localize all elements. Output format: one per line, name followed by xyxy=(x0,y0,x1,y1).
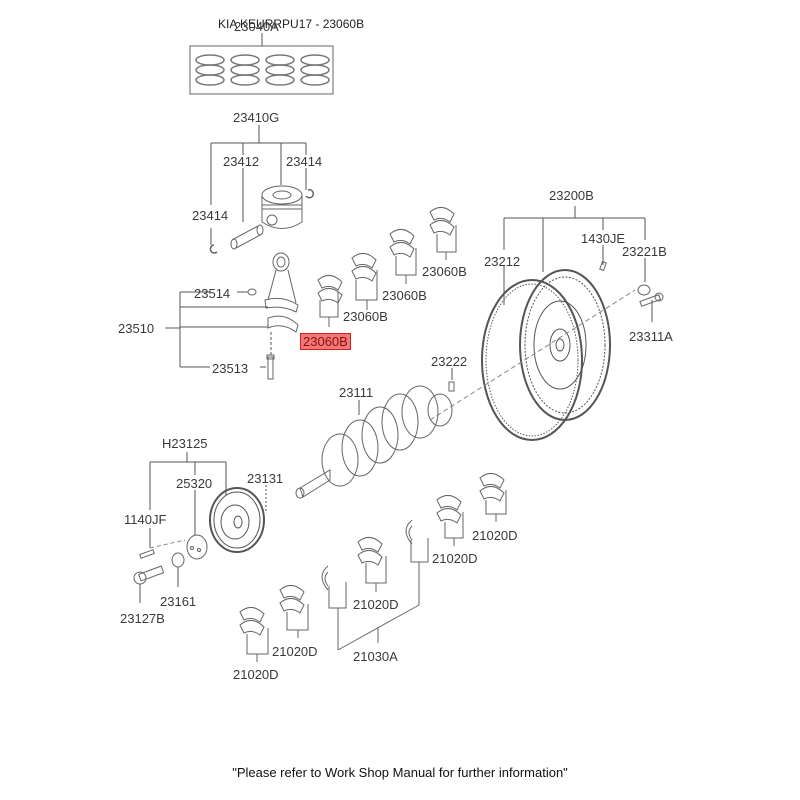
label-23111[interactable]: 23111 xyxy=(339,385,374,400)
label-21020D-4[interactable]: 21020D xyxy=(272,644,318,659)
pulley-washer[interactable] xyxy=(171,552,185,568)
label-23414-right[interactable]: 23414 xyxy=(286,154,323,169)
thrust-washer-left[interactable] xyxy=(321,565,347,650)
label-23513[interactable]: 23513 xyxy=(212,361,249,376)
flywheel[interactable] xyxy=(519,269,611,421)
label-23221B[interactable]: 23221B xyxy=(622,244,667,259)
crank-key[interactable] xyxy=(448,381,455,392)
ring-gear[interactable] xyxy=(481,279,583,441)
label-23127B[interactable]: 23127B xyxy=(120,611,165,626)
label-23311A[interactable]: 23311A xyxy=(629,329,673,344)
rod-nut[interactable] xyxy=(247,288,257,296)
label-21020D-5[interactable]: 21020D xyxy=(233,667,279,682)
label-23414-left[interactable]: 23414 xyxy=(192,208,229,223)
label-21020D-1[interactable]: 21020D xyxy=(472,528,518,543)
main-bearing-2[interactable] xyxy=(436,495,464,546)
flywheel-washer[interactable] xyxy=(637,284,651,296)
crank-pulley[interactable] xyxy=(209,487,265,553)
label-23514[interactable]: 23514 xyxy=(194,286,231,301)
main-bearing-5[interactable] xyxy=(239,607,269,662)
label-1140JF[interactable]: 1140JF xyxy=(124,512,167,527)
snap-ring-left[interactable] xyxy=(209,244,218,254)
snap-ring-right[interactable] xyxy=(305,189,315,199)
footer-note: "Please refer to Work Shop Manual for fu… xyxy=(232,765,568,780)
pulley-hub-plate[interactable] xyxy=(186,534,208,560)
dowel-pin[interactable] xyxy=(599,260,607,272)
connecting-rod[interactable] xyxy=(264,252,299,333)
rod-bearing-3[interactable] xyxy=(429,207,457,260)
piston-ring-set[interactable] xyxy=(189,33,334,95)
main-bearing-3[interactable] xyxy=(357,537,387,592)
label-25320[interactable]: 25320 xyxy=(176,476,213,491)
piston-pin[interactable] xyxy=(230,224,264,250)
thrust-washer-right[interactable] xyxy=(405,519,429,605)
rod-bearing-2[interactable] xyxy=(389,229,417,284)
rod-bearing-highlighted[interactable] xyxy=(317,275,343,327)
label-21020D-2[interactable]: 21020D xyxy=(432,551,478,566)
label-23410G[interactable]: 23410G xyxy=(233,110,280,125)
label-23060B-1[interactable]: 23060B xyxy=(343,309,388,324)
label-1430JE[interactable]: 1430JE xyxy=(581,231,626,246)
page-title: KIA KEURRPU17 - 23060B xyxy=(218,17,365,31)
label-H23125[interactable]: H23125 xyxy=(162,436,208,451)
label-21030A[interactable]: 21030A xyxy=(353,649,398,664)
label-23040A[interactable]: 23040A xyxy=(234,19,279,34)
main-bearing-1[interactable] xyxy=(479,473,507,522)
label-23131[interactable]: 23131 xyxy=(247,471,284,486)
rod-bearing-1[interactable] xyxy=(351,253,378,310)
label-23060B-3[interactable]: 23060B xyxy=(422,264,467,279)
label-23161[interactable]: 23161 xyxy=(160,594,197,609)
rod-bolt[interactable] xyxy=(266,354,275,380)
main-bearing-4[interactable] xyxy=(279,585,309,638)
piston[interactable] xyxy=(261,185,303,229)
label-23060B-2[interactable]: 23060B xyxy=(382,288,427,303)
label-23412[interactable]: 23412 xyxy=(223,154,260,169)
crankshaft[interactable] xyxy=(295,385,453,499)
label-21020D-3[interactable]: 21020D xyxy=(353,597,399,612)
label-23200B[interactable]: 23200B xyxy=(549,188,594,203)
label-23212[interactable]: 23212 xyxy=(484,254,521,269)
label-23510[interactable]: 23510 xyxy=(118,321,155,336)
label-23060B-highlighted[interactable]: 23060B xyxy=(300,333,351,350)
label-23222[interactable]: 23222 xyxy=(431,354,468,369)
flywheel-bolt[interactable] xyxy=(639,292,664,307)
pulley-small-bolt[interactable] xyxy=(139,549,155,559)
pulley-center-bolt[interactable] xyxy=(133,565,165,585)
